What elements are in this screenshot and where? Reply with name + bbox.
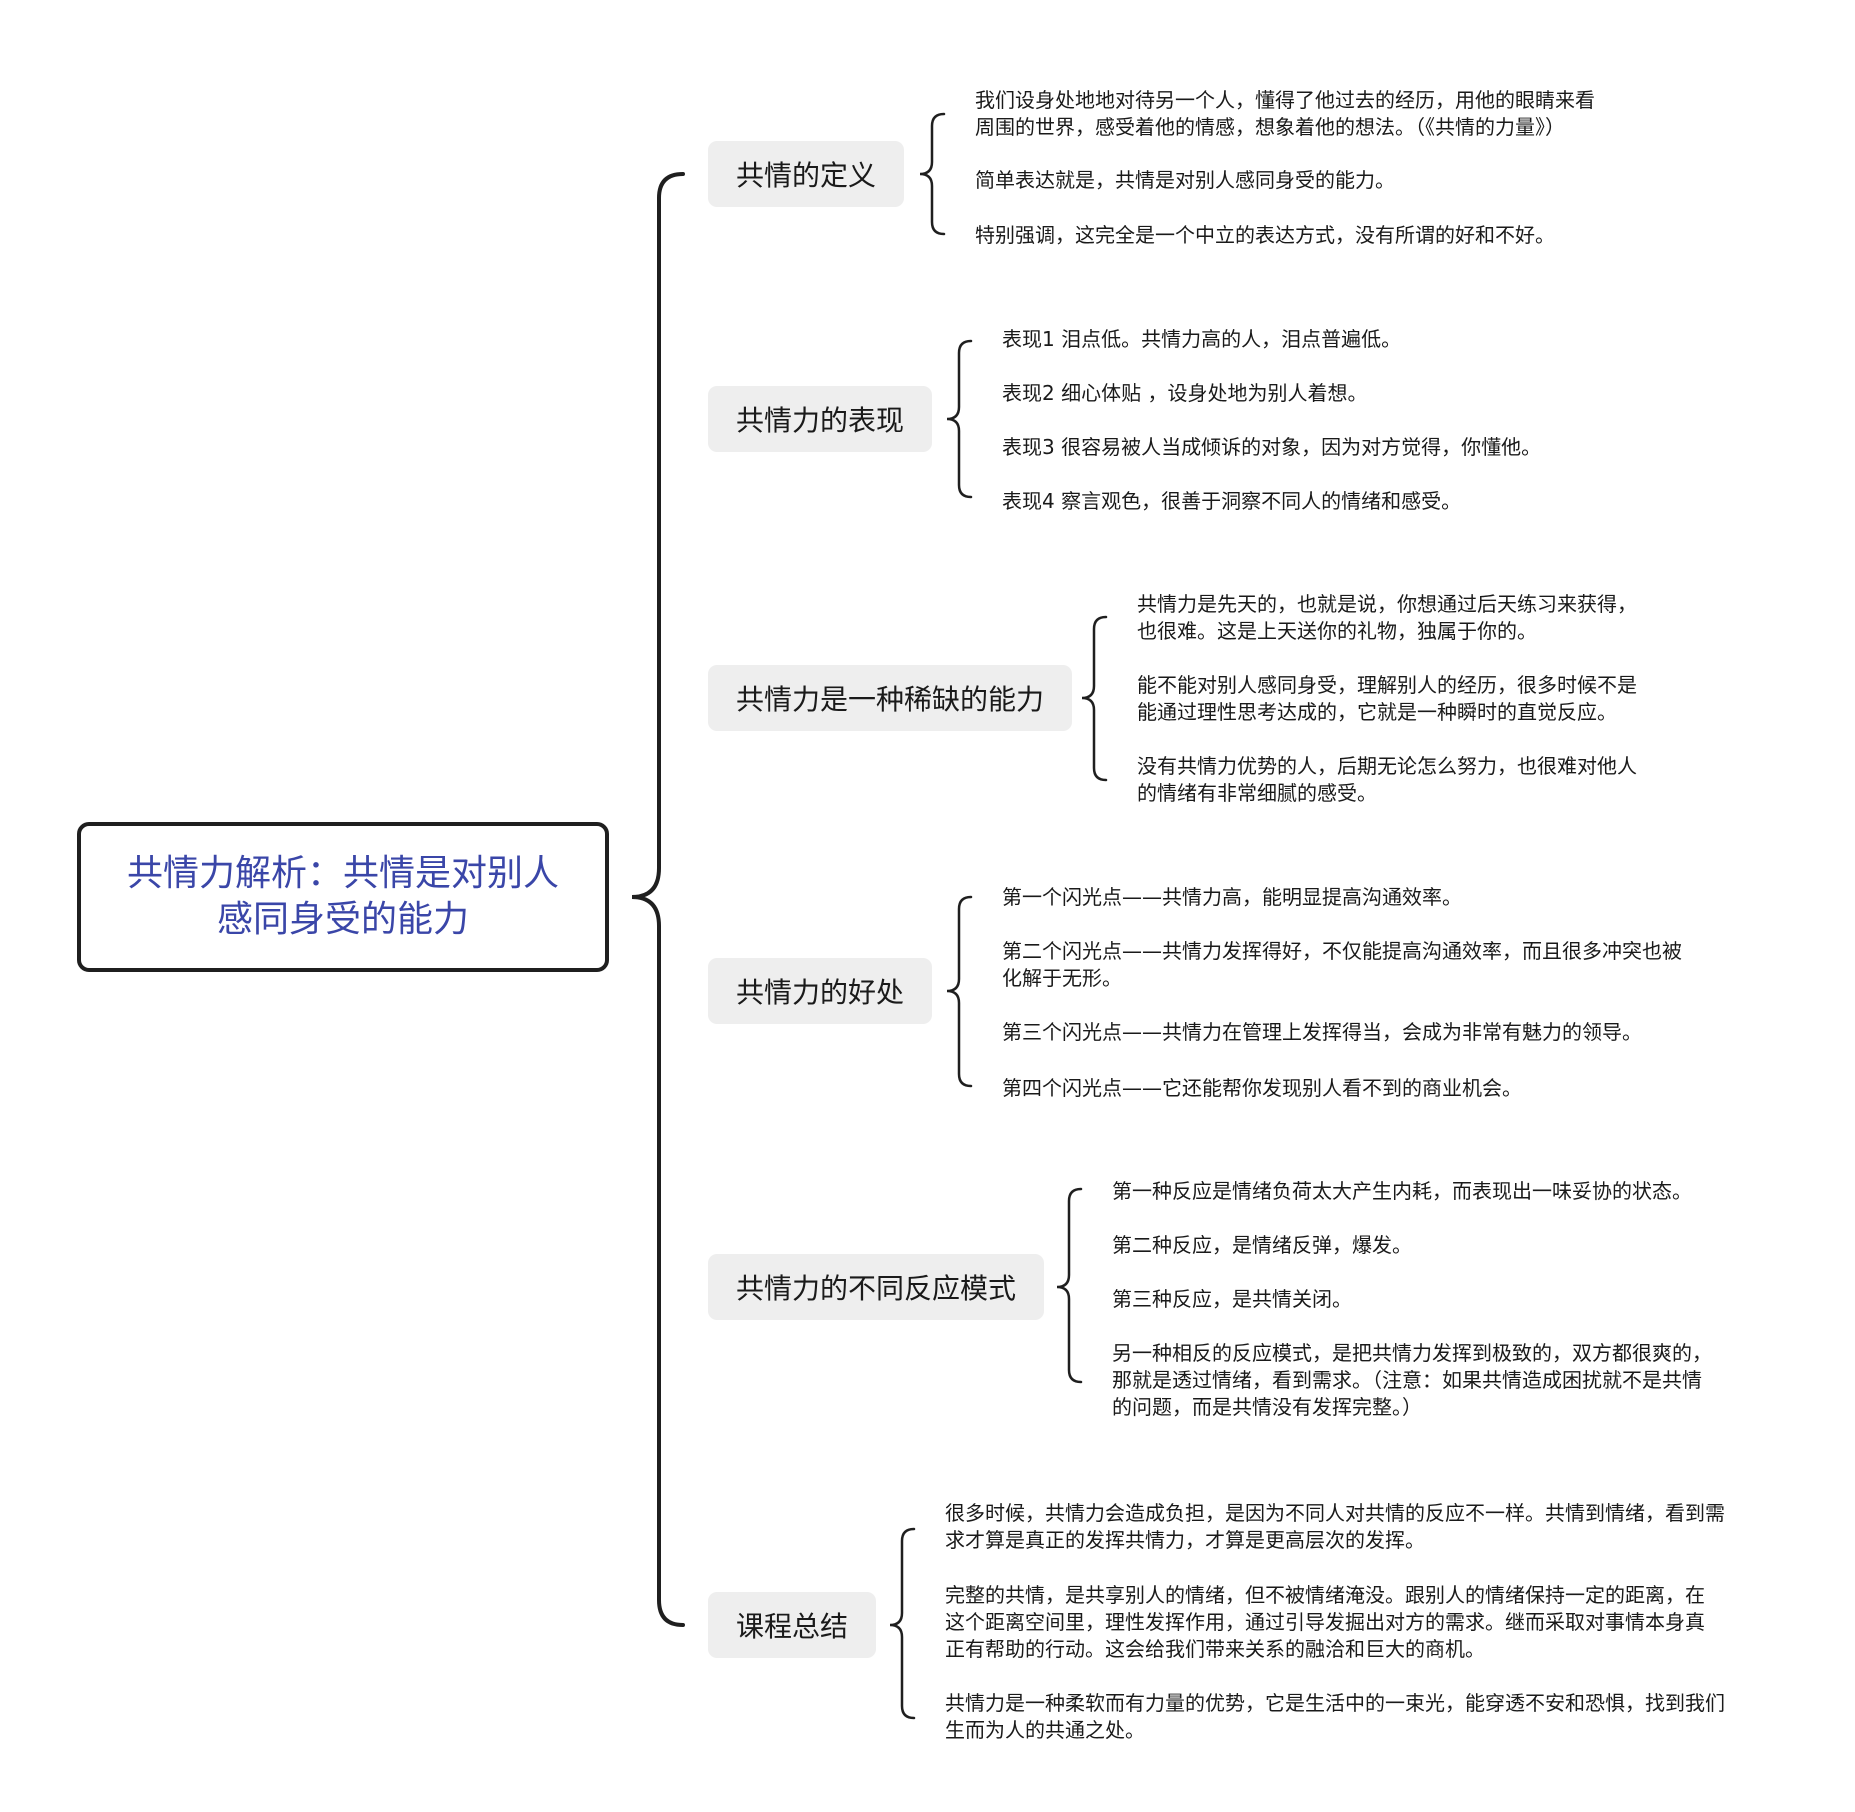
root-title: 共情力解析：共情是对别人 感同身受的能力 [126,853,559,940]
leaf-summary-2: 完整的共情，是共享别人的情绪，但不被情绪淹没。跟别人的情绪保持一定的距离，在 这… [945,1583,1705,1661]
leaf-benefits-2: 第二个闪光点——共情力发挥得好，不仅能提高沟通效率，而且很多冲突也被 化解于无形… [1002,939,1682,990]
main-bracket [631,172,685,1627]
leaf-manifestation-4: 表现4 察言观色，很善于洞察不同人的情绪和感受。 [1002,489,1462,513]
brace-summary [889,1527,916,1720]
leaf-response-4: 另一种相反的反应模式，是把共情力发挥到极致的，双方都很爽的， 那就是透过情绪，看… [1112,1341,1712,1419]
branch-scarce-ability[interactable]: 共情力是一种稀缺的能力 [708,665,1073,731]
leaf-response-3: 第三种反应，是共情关闭。 [1112,1287,1352,1311]
leaf-definition-1: 我们设身处地地对待另一个人，懂得了他过去的经历，用他的眼睛来看 周围的世界，感受… [975,88,1595,139]
leaf-summary-1: 很多时候，共情力会造成负担，是因为不同人对共情的反应不一样。共情到情绪，看到需 … [945,1501,1725,1552]
leaf-benefits-1: 第一个闪光点——共情力高，能明显提高沟通效率。 [1002,885,1462,909]
leaf-definition-2: 简单表达就是，共情是对别人感同身受的能力。 [975,168,1395,192]
leaf-manifestation-1: 表现1 泪点低。共情力高的人，泪点普遍低。 [1002,327,1402,351]
brace-manifestation [946,339,973,499]
brace-scarce-ability [1081,615,1108,782]
leaf-scarce-3: 没有共情力优势的人，后期无论怎么努力，也很难对他人 的情绪有非常细腻的感受。 [1137,754,1637,805]
brace-response-modes [1056,1187,1083,1384]
leaf-benefits-4: 第四个闪光点——它还能帮你发现别人看不到的商业机会。 [1002,1076,1522,1100]
leaf-scarce-1: 共情力是先天的，也就是说，你想通过后天练习来获得， 也很难。这是上天送你的礼物，… [1137,592,1637,643]
branch-response-modes[interactable]: 共情力的不同反应模式 [708,1254,1045,1320]
brace-definition [919,112,946,236]
branch-manifestation[interactable]: 共情力的表现 [708,386,933,452]
branch-summary[interactable]: 课程总结 [708,1592,877,1658]
leaf-manifestation-3: 表现3 很容易被人当成倾诉的对象，因为对方觉得，你懂他。 [1002,435,1542,459]
leaf-benefits-3: 第三个闪光点——共情力在管理上发挥得当，会成为非常有魅力的领导。 [1002,1020,1642,1044]
leaf-response-2: 第二种反应，是情绪反弹，爆发。 [1112,1233,1412,1257]
leaf-response-1: 第一种反应是情绪负荷太大产生内耗，而表现出一味妥协的状态。 [1112,1179,1692,1203]
branch-definition[interactable]: 共情的定义 [708,141,905,207]
leaf-manifestation-2: 表现2 细心体贴 ，设身处地为别人着想。 [1002,381,1368,405]
brace-benefits [946,895,973,1088]
root-topic[interactable]: 共情力解析：共情是对别人 感同身受的能力 [77,822,609,972]
branch-benefits[interactable]: 共情力的好处 [708,958,933,1024]
leaf-summary-3: 共情力是一种柔软而有力量的优势，它是生活中的一束光，能穿透不安和恐惧，找到我们 … [945,1691,1725,1742]
leaf-scarce-2: 能不能对别人感同身受，理解别人的经历，很多时候不是 能通过理性思考达成的，它就是… [1137,673,1637,724]
leaf-definition-3: 特别强调，这完全是一个中立的表达方式，没有所谓的好和不好。 [975,223,1555,247]
